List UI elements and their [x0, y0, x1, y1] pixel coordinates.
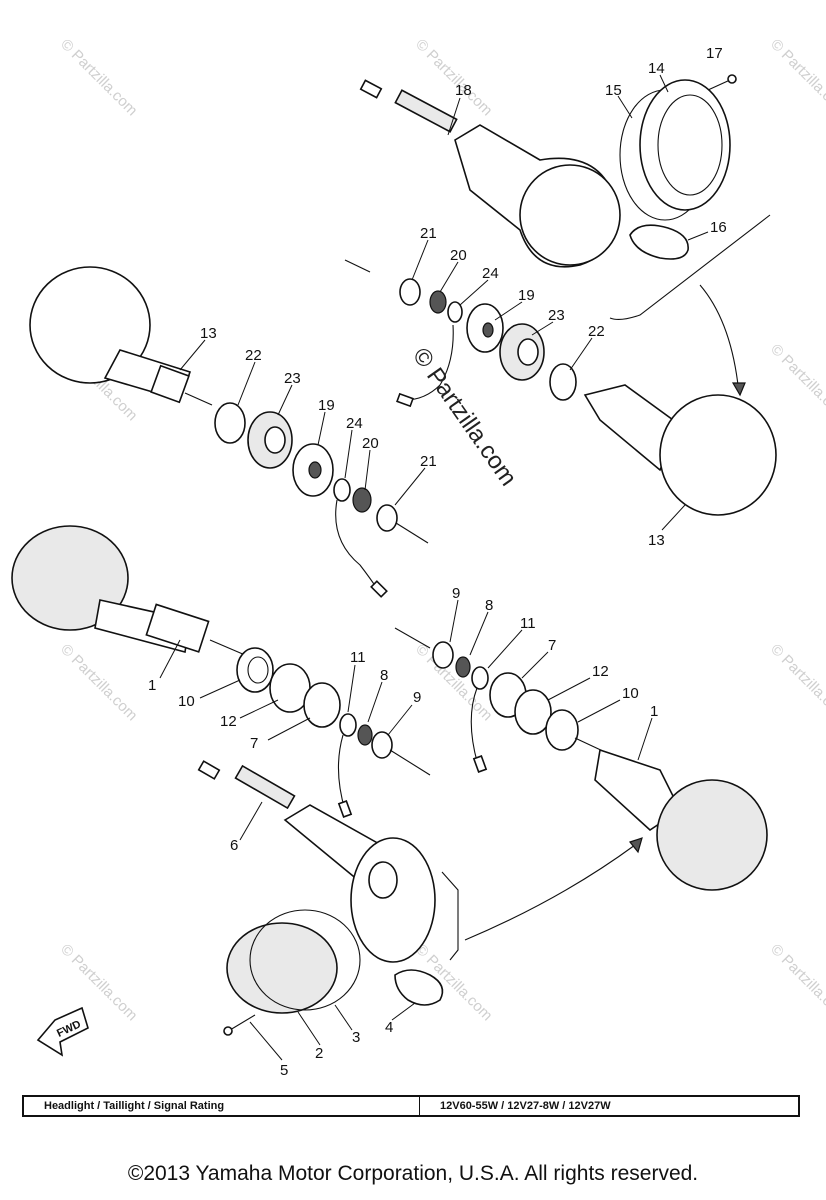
callout-9: 9	[413, 689, 421, 706]
lens-housing-1	[656, 779, 768, 891]
watermark: © Partzilla.com	[57, 641, 140, 724]
front-signal-left	[11, 525, 431, 818]
fitment-arrow	[464, 844, 636, 941]
callout-4: 4	[385, 1019, 393, 1036]
callout-labels: 18 17 14 15 16 21 20 24 19 23 22 13 22 2…	[148, 45, 727, 1079]
fwd-arrow: FWD	[36, 1006, 89, 1057]
callout-2: 2	[315, 1045, 323, 1062]
reflector-base	[350, 837, 436, 963]
callout-12: 12	[220, 713, 237, 730]
washer-20	[352, 487, 372, 513]
nut-9	[432, 641, 454, 669]
callout-21: 21	[420, 225, 437, 242]
washer-24	[333, 478, 351, 502]
callout-13: 13	[648, 532, 665, 549]
callout-12: 12	[592, 663, 609, 680]
callout-20: 20	[362, 435, 379, 452]
bulb-4	[394, 969, 444, 1006]
callout-13: 13	[200, 325, 217, 342]
bulb-16	[629, 224, 689, 260]
callout-11: 11	[520, 615, 536, 632]
lens-housing-13	[659, 394, 777, 516]
rear-signal-right	[344, 259, 777, 516]
rating-table: Headlight / Taillight / Signal Rating 12…	[22, 1095, 800, 1117]
washer-22	[549, 363, 577, 401]
signal-wire	[337, 734, 346, 811]
nut-21	[376, 504, 398, 532]
callout-7: 7	[250, 735, 258, 752]
callout-23: 23	[548, 307, 565, 324]
callout-7: 7	[548, 637, 556, 654]
washer-10	[545, 709, 579, 751]
callout-16: 16	[710, 219, 727, 236]
callout-11: 11	[350, 649, 366, 666]
rim-3	[249, 909, 361, 1011]
taillight-assembly	[359, 74, 771, 397]
screw-17	[707, 79, 731, 91]
callout-19: 19	[318, 397, 335, 414]
callout-15: 15	[605, 82, 622, 99]
callout-23: 23	[284, 370, 301, 387]
callout-1: 1	[650, 703, 658, 720]
callout-3: 3	[352, 1029, 360, 1046]
washer-8	[357, 724, 373, 746]
connector-pin	[359, 79, 383, 99]
watermark: © Partzilla.com	[57, 36, 140, 119]
callout-10: 10	[622, 685, 639, 702]
callout-17: 17	[706, 45, 723, 62]
watermark: © Partzilla.com	[767, 641, 826, 724]
washer-20	[429, 290, 447, 314]
lens-14	[639, 79, 731, 211]
callout-1: 1	[148, 677, 156, 694]
callout-6: 6	[230, 837, 238, 854]
nut-9	[371, 731, 393, 759]
nut-21	[399, 278, 421, 306]
callout-21: 21	[420, 453, 437, 470]
callout-24: 24	[346, 415, 363, 432]
callout-5: 5	[280, 1062, 288, 1079]
callout-22: 22	[588, 323, 605, 340]
signal-wire	[335, 499, 379, 591]
washer-24	[447, 301, 463, 323]
wire-spring-18	[394, 89, 458, 133]
callout-8: 8	[380, 667, 388, 684]
watermark: © Partzilla.com	[767, 341, 826, 424]
washer-8	[455, 656, 471, 678]
grommet-12	[514, 689, 552, 735]
leader-lines	[159, 74, 709, 1061]
front-signal-right	[394, 627, 768, 891]
exploded-parts-diagram: © Partzilla.com © Partzilla.com © Partzi…	[11, 36, 826, 1079]
callout-9: 9	[452, 585, 460, 602]
callout-19: 19	[518, 287, 535, 304]
screw-5	[229, 1014, 256, 1031]
rating-value: 12V60-55W / 12V27-8W / 12V27W	[440, 1100, 611, 1112]
fitment-arrow	[699, 284, 739, 386]
callout-22: 22	[245, 347, 262, 364]
watermark: © Partzilla.com	[57, 941, 140, 1024]
callout-18: 18	[455, 82, 472, 99]
front-signal-assembly	[197, 760, 643, 1036]
callout-20: 20	[450, 247, 467, 264]
copyright-notice: ©2013 Yamaha Motor Corporation, U.S.A. A…	[127, 1162, 699, 1185]
watermark: © Partzilla.com	[767, 941, 826, 1024]
washer-22	[214, 402, 246, 444]
washer-11	[471, 666, 489, 690]
callout-24: 24	[482, 265, 499, 282]
wire-spring-6	[234, 764, 296, 810]
lens-2	[226, 922, 338, 1014]
watermark: © Partzilla.com	[767, 36, 826, 119]
rear-signal-left	[29, 266, 429, 598]
taillight-bulb-bowl	[519, 164, 621, 266]
callout-8: 8	[485, 597, 493, 614]
rating-label: Headlight / Taillight / Signal Rating	[24, 1097, 420, 1115]
callout-10: 10	[178, 693, 195, 710]
callout-14: 14	[648, 60, 665, 77]
assembly-bracket	[609, 214, 771, 321]
washer-11	[339, 713, 357, 737]
plate-7	[303, 682, 341, 728]
